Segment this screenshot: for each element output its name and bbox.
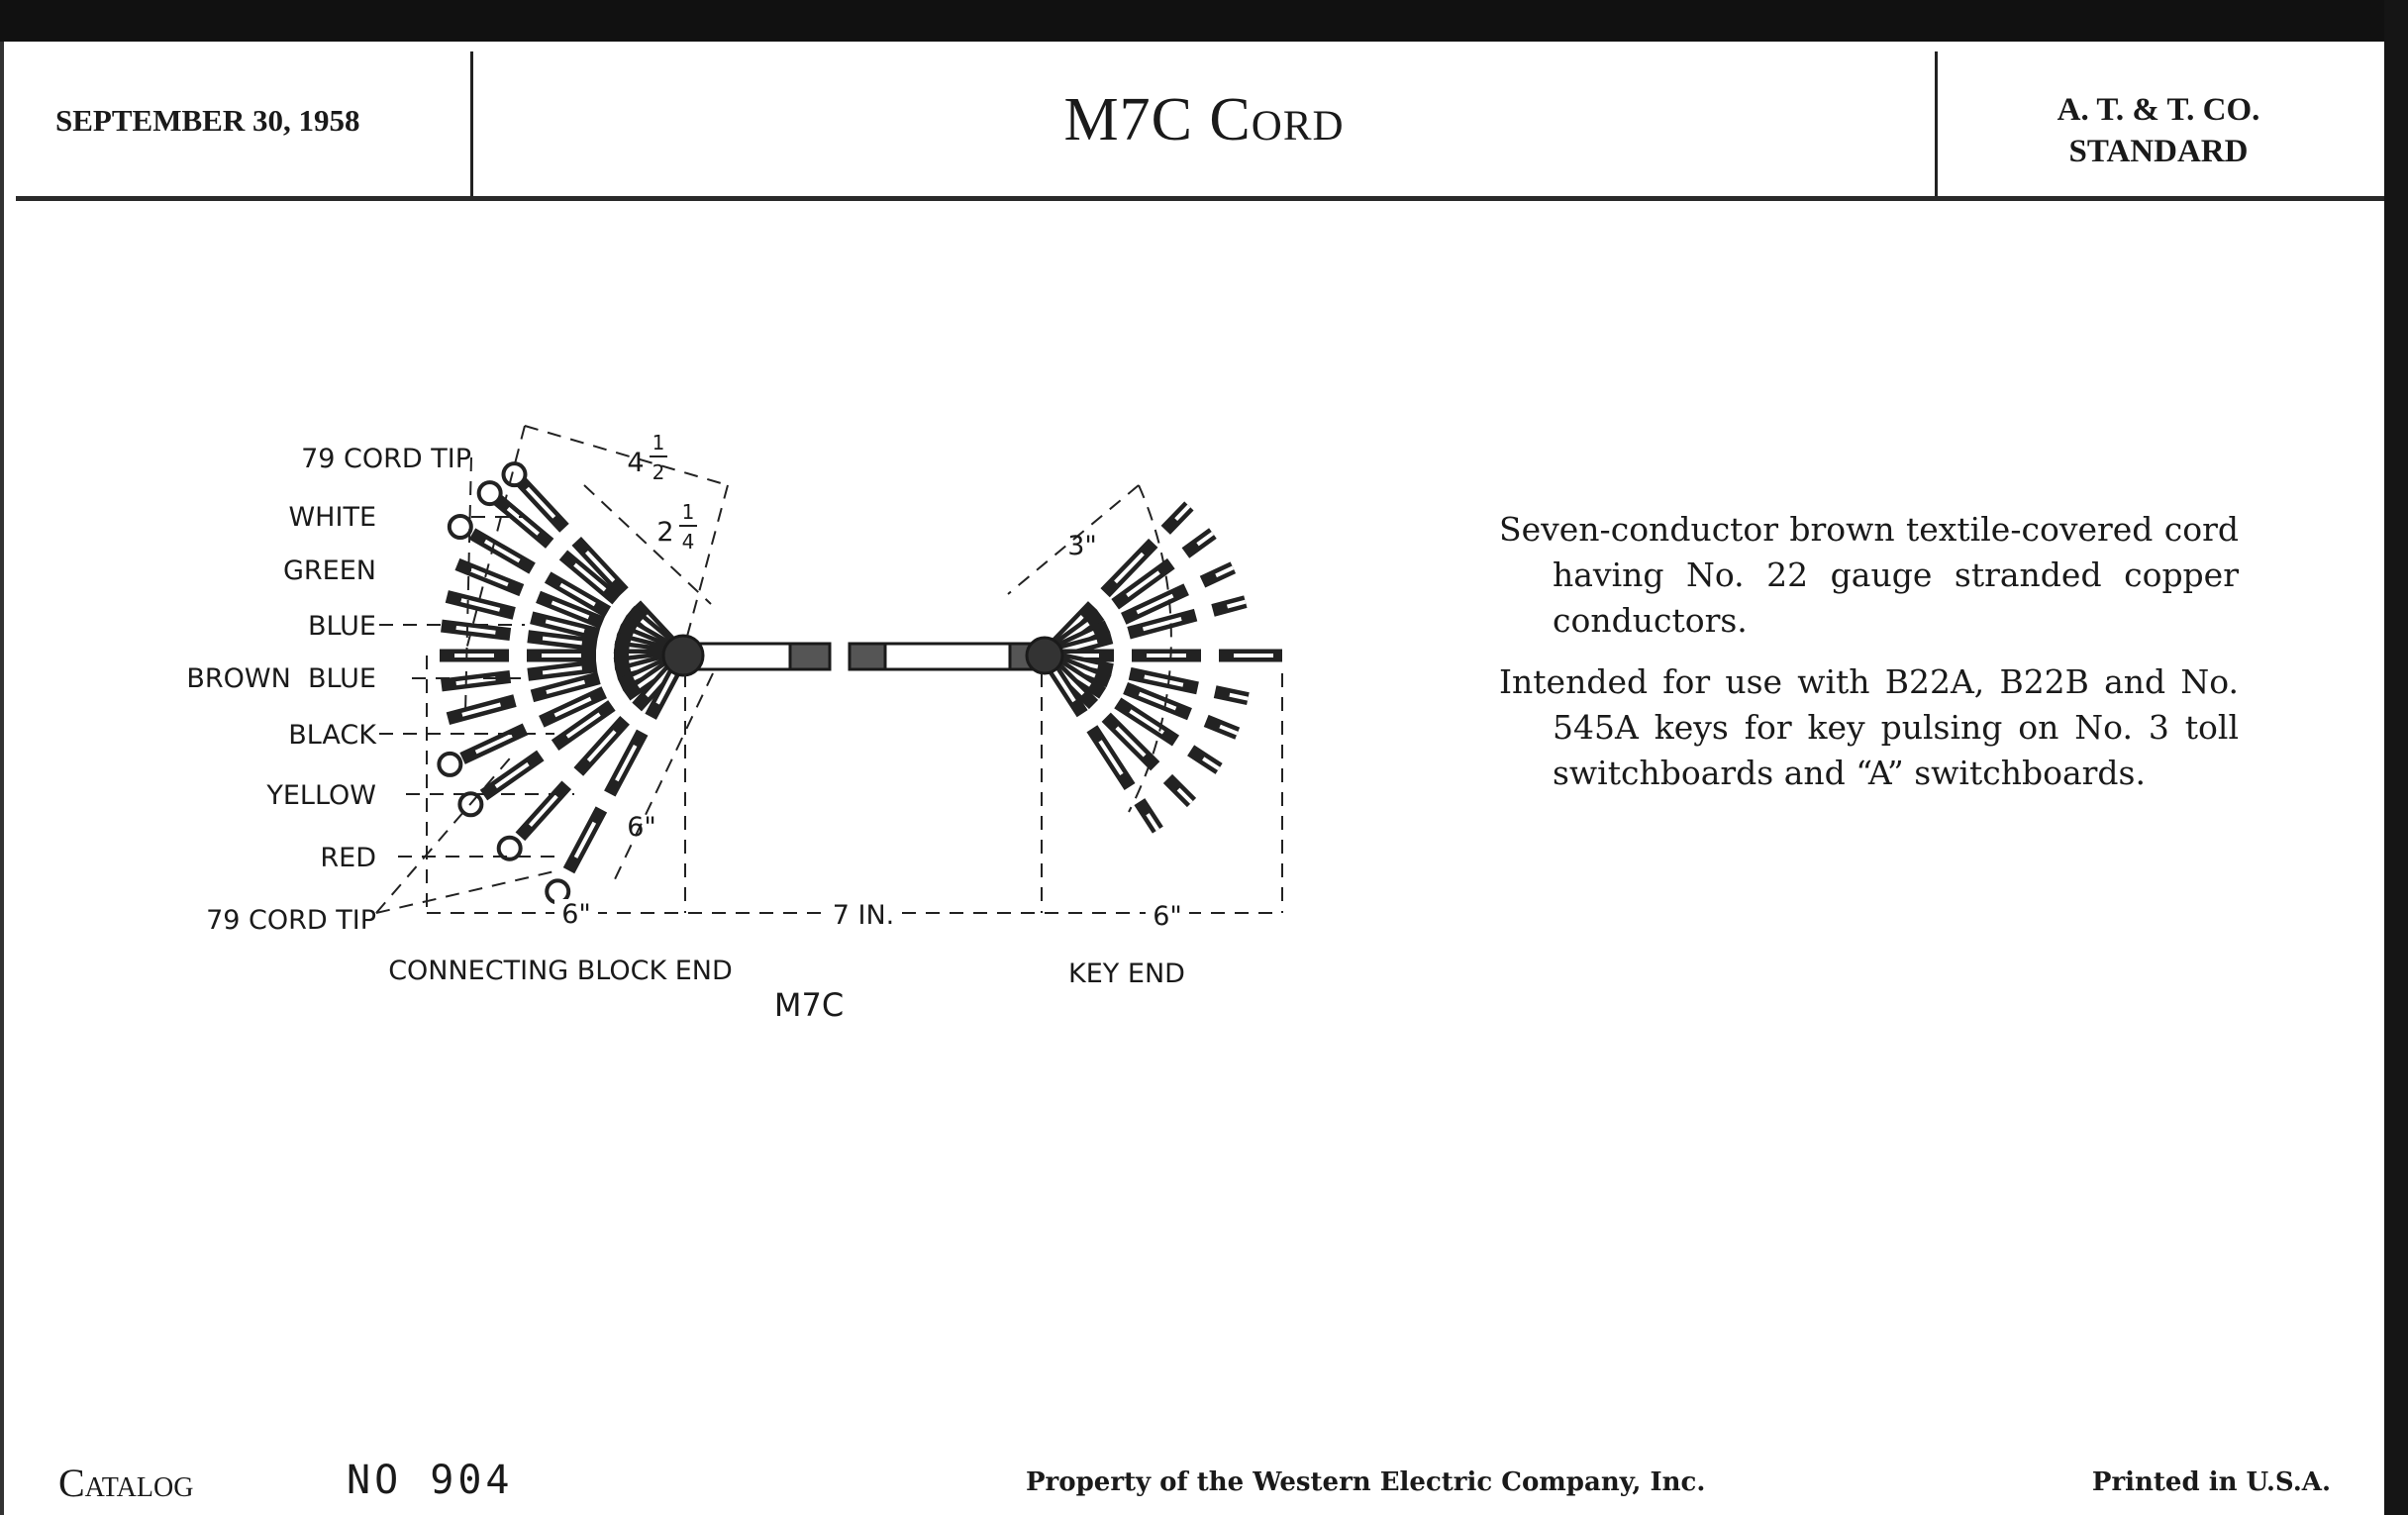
document-date: SEPTEMBER 30, 1958 [55, 103, 360, 138]
spade-terminal-icon [476, 480, 503, 507]
org-line-1: A. T. & T. CO. [2057, 92, 2260, 128]
property-notice: Property of the Western Electric Company… [1026, 1467, 1706, 1497]
label-green: GREEN [283, 556, 376, 586]
dim-key-fan: 3" [1067, 531, 1097, 561]
dim-fan-outer: 4 1 2 [627, 431, 667, 484]
cord-leads [424, 461, 1282, 905]
printed-notice: Printed in U.S.A. [2091, 1467, 2331, 1497]
conductor-lead [1040, 651, 1197, 808]
conductor-lead [496, 651, 688, 861]
svg-text:1: 1 [682, 500, 695, 524]
dim-lower-lead: 6" [627, 812, 656, 843]
spade-terminal-icon [437, 751, 463, 777]
label-white: WHITE [288, 502, 376, 533]
scan-border-right [2384, 0, 2408, 1515]
cord-binder [848, 642, 887, 671]
dimension-labels: 6" 7 IN. 6" 4 1 2 2 1 4 6" 3" CONNECTING… [388, 431, 1189, 1024]
label-blue: BLUE [308, 611, 376, 642]
scan-border-top [0, 0, 2408, 42]
dim-fan-inner: 2 1 4 [656, 500, 697, 554]
header-divider-right [1935, 51, 1938, 196]
conductor-lead [1041, 528, 1217, 661]
dim-right-length: 6" [1153, 901, 1182, 932]
label-yellow: YELLOW [265, 780, 376, 811]
spade-terminal-icon [501, 461, 528, 488]
conductor-lead [545, 652, 689, 905]
scan-border-left [0, 42, 4, 1515]
label-key-end: KEY END [1068, 959, 1185, 989]
org-line-2: STANDARD [2068, 134, 2249, 169]
page-title: M7C Cord [1063, 86, 1345, 153]
cord-binder [788, 642, 832, 671]
conductor-lead [437, 650, 686, 777]
svg-text:2: 2 [656, 517, 673, 548]
standard-org: A. T. & T. CO. STANDARD [1941, 89, 2376, 172]
svg-text:1: 1 [652, 431, 665, 454]
label-connecting-block-end: CONNECTING BLOCK END [388, 956, 733, 986]
description-paragraph-1: Seven-conductor brown textile-covered co… [1499, 510, 2239, 640]
description-paragraph-2: Intended for use with B22A, B22B and No.… [1499, 662, 2239, 792]
wire-labels: 79 CORD TIP WHITE GREEN BLUE BROWN BLUE … [186, 444, 471, 936]
conductor-lead [1039, 652, 1163, 834]
catalog-label: Catalog [58, 1461, 194, 1505]
label-79-cord-tip-top: 79 CORD TIP [301, 444, 471, 474]
catalog-number: NO 904 [347, 1458, 514, 1503]
dim-middle-length: 7 IN. [833, 900, 895, 931]
conductor-lead [1041, 650, 1223, 774]
conductor-lead [1043, 595, 1248, 662]
svg-text:4: 4 [682, 530, 695, 554]
label-black: BLACK [288, 720, 377, 751]
spade-terminal-icon [447, 514, 473, 540]
description: Seven-conductor brown textile-covered co… [1499, 507, 2239, 812]
diagram-caption: M7C [774, 986, 844, 1024]
label-brown-blue: BROWN BLUE [186, 663, 376, 694]
cord-body [661, 634, 1064, 677]
conductor-lead [1042, 649, 1241, 740]
label-red: RED [320, 843, 376, 873]
fan-hub-right [1025, 636, 1064, 675]
header-rule [16, 196, 2384, 201]
header-divider-left [470, 51, 473, 198]
svg-text:2: 2 [652, 460, 665, 484]
svg-text:4: 4 [627, 448, 644, 478]
dim-left-length: 6" [561, 899, 591, 930]
fan-hub-left [661, 634, 705, 677]
conductor-lead [431, 649, 685, 730]
spade-terminal-icon [496, 835, 523, 861]
label-79-cord-tip-bottom: 79 CORD TIP [206, 905, 376, 936]
conductor-lead [476, 480, 688, 660]
